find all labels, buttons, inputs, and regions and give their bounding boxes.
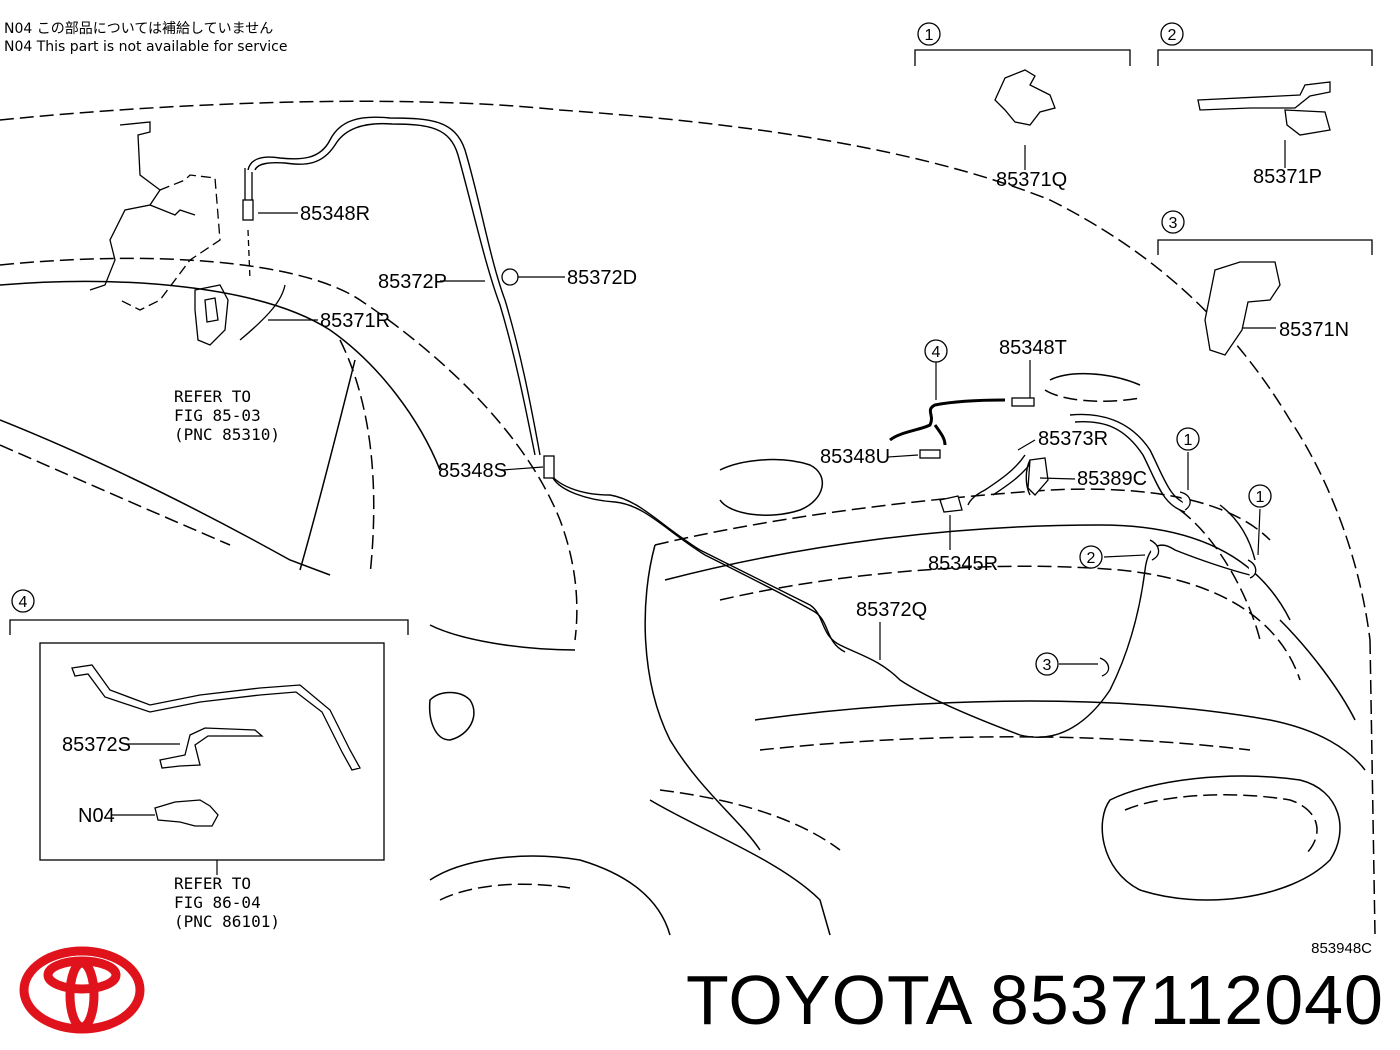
label-85371Q: 85371Q xyxy=(996,169,1067,191)
refer-1-line3: (PNC 85310) xyxy=(174,425,280,444)
label-85372S: 85372S xyxy=(62,734,131,756)
callout-1-b: 1 xyxy=(1256,489,1265,506)
label-85371N: 85371N xyxy=(1279,319,1349,341)
leader-lines xyxy=(112,140,1286,875)
label-85372D: 85372D xyxy=(567,267,637,289)
callout-3-top: 3 xyxy=(1169,215,1178,232)
label-85372Q: 85372Q xyxy=(856,599,927,621)
callout-1-a: 1 xyxy=(1184,432,1193,449)
clip-85371N-sketch xyxy=(1204,261,1281,356)
connector-85348U xyxy=(919,449,941,459)
label-85348U: 85348U xyxy=(820,446,890,468)
note-english: N04 This part is not available for servi… xyxy=(4,39,288,55)
connector-85348R xyxy=(242,199,254,221)
connector-85348T xyxy=(1011,397,1035,407)
hose-85372P-detail xyxy=(71,664,361,771)
connectors xyxy=(242,199,1257,677)
label-N04: N04 xyxy=(78,805,115,827)
refer-2-line1: REFER TO xyxy=(174,874,251,893)
refer-1-line2: FIG 85-03 xyxy=(174,406,261,425)
washer-tank-drawing xyxy=(89,121,286,346)
callout-circles xyxy=(11,22,1272,676)
hose-assembly-4 xyxy=(889,398,1006,446)
toyota-logo xyxy=(19,946,145,1034)
detail-part-sketches xyxy=(71,69,1331,827)
label-85348S: 85348S xyxy=(438,460,507,482)
brand-and-part-number: TOYOTA 8537112040 xyxy=(686,960,1384,1040)
refer-2-line2: FIG 86-04 xyxy=(174,893,261,912)
callout-4-diagram: 4 xyxy=(932,344,941,361)
label-85371R: 85371R xyxy=(320,310,390,332)
label-85348R: 85348R xyxy=(300,203,370,225)
note-japanese: N04 この部品については補給していません xyxy=(4,21,274,37)
hose-lines xyxy=(247,116,1256,738)
label-85372P: 85372P xyxy=(378,271,447,293)
label-85389C: 85389C xyxy=(1077,468,1147,490)
clip-85371P-sketch xyxy=(1197,81,1331,111)
label-85373R: 85373R xyxy=(1038,428,1108,450)
figure-code: 853948C xyxy=(1311,940,1372,957)
nozzle-85345R xyxy=(939,495,963,513)
detail-brackets xyxy=(9,49,1373,861)
callout-3-diagram: 3 xyxy=(1043,657,1052,674)
callout-2-top: 2 xyxy=(1168,27,1177,44)
joint-85389C xyxy=(1027,457,1049,496)
callout-4-detail: 4 xyxy=(19,594,28,611)
callout-1-top: 1 xyxy=(925,27,934,44)
brand-name: TOYOTA xyxy=(685,961,970,1039)
hose-85372S-detail xyxy=(159,727,264,769)
callout-2-diagram: 2 xyxy=(1087,550,1096,567)
label-85345R: 85345R xyxy=(928,553,998,575)
clip-85371Q-sketch xyxy=(994,69,1056,126)
grommet-N04-detail xyxy=(154,799,219,827)
refer-1-line1: REFER TO xyxy=(174,387,251,406)
label-85371P: 85371P xyxy=(1253,166,1322,188)
refer-2-line3: (PNC 86101) xyxy=(174,912,280,931)
label-85348T: 85348T xyxy=(999,337,1067,359)
part-number: 8537112040 xyxy=(989,961,1384,1039)
connector-85348S xyxy=(543,455,555,479)
